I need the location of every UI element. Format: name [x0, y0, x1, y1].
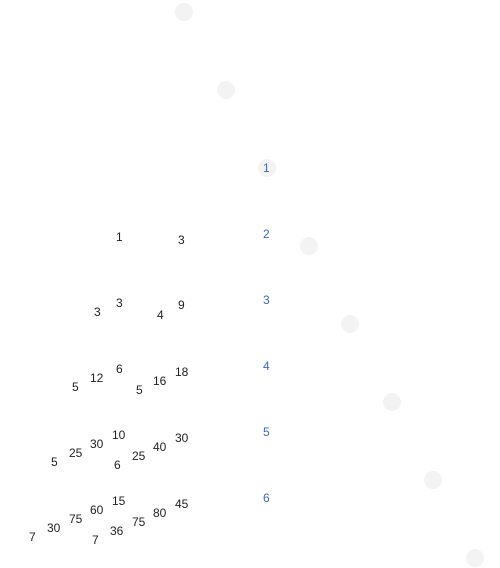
decorative-dot [341, 315, 359, 333]
number-label: 60 [90, 503, 104, 517]
row-label: 2 [263, 227, 270, 241]
number-label: 6 [114, 458, 121, 472]
number-label: 9 [178, 298, 185, 312]
number-label: 7 [29, 530, 36, 544]
row-label: 5 [263, 425, 270, 439]
number-label: 75 [69, 512, 83, 526]
decorative-dot [217, 81, 235, 99]
number-label: 6 [116, 362, 123, 376]
number-label: 25 [69, 446, 83, 460]
row-label: 3 [263, 293, 270, 307]
number-label: 30 [47, 521, 61, 535]
number-label: 80 [153, 506, 167, 520]
number-label: 3 [178, 233, 185, 247]
number-label: 16 [153, 374, 167, 388]
number-label: 3 [94, 305, 101, 319]
number-label: 18 [175, 365, 189, 379]
row-label: 1 [263, 161, 270, 175]
number-label: 10 [112, 428, 126, 442]
number-label: 12 [90, 371, 104, 385]
decorative-dot [258, 159, 276, 177]
decorative-dot [383, 393, 401, 411]
number-label: 25 [132, 449, 146, 463]
number-label: 15 [112, 494, 126, 508]
number-label: 45 [175, 497, 189, 511]
number-label: 5 [51, 455, 58, 469]
number-label: 36 [110, 524, 124, 538]
decorative-dot [175, 3, 193, 21]
number-label: 30 [175, 431, 189, 445]
number-label: 3 [116, 296, 123, 310]
decorative-dot [424, 471, 442, 489]
number-label: 5 [136, 383, 143, 397]
decorative-dot [466, 549, 484, 567]
row-label: 4 [263, 359, 270, 373]
number-label: 7 [92, 533, 99, 547]
number-label: 75 [132, 515, 146, 529]
row-label: 6 [263, 491, 270, 505]
decorative-dot [300, 237, 318, 255]
number-label: 5 [72, 380, 79, 394]
number-label: 1 [116, 230, 123, 244]
number-label: 30 [90, 437, 104, 451]
number-label: 40 [153, 440, 167, 454]
number-label: 4 [157, 308, 164, 322]
